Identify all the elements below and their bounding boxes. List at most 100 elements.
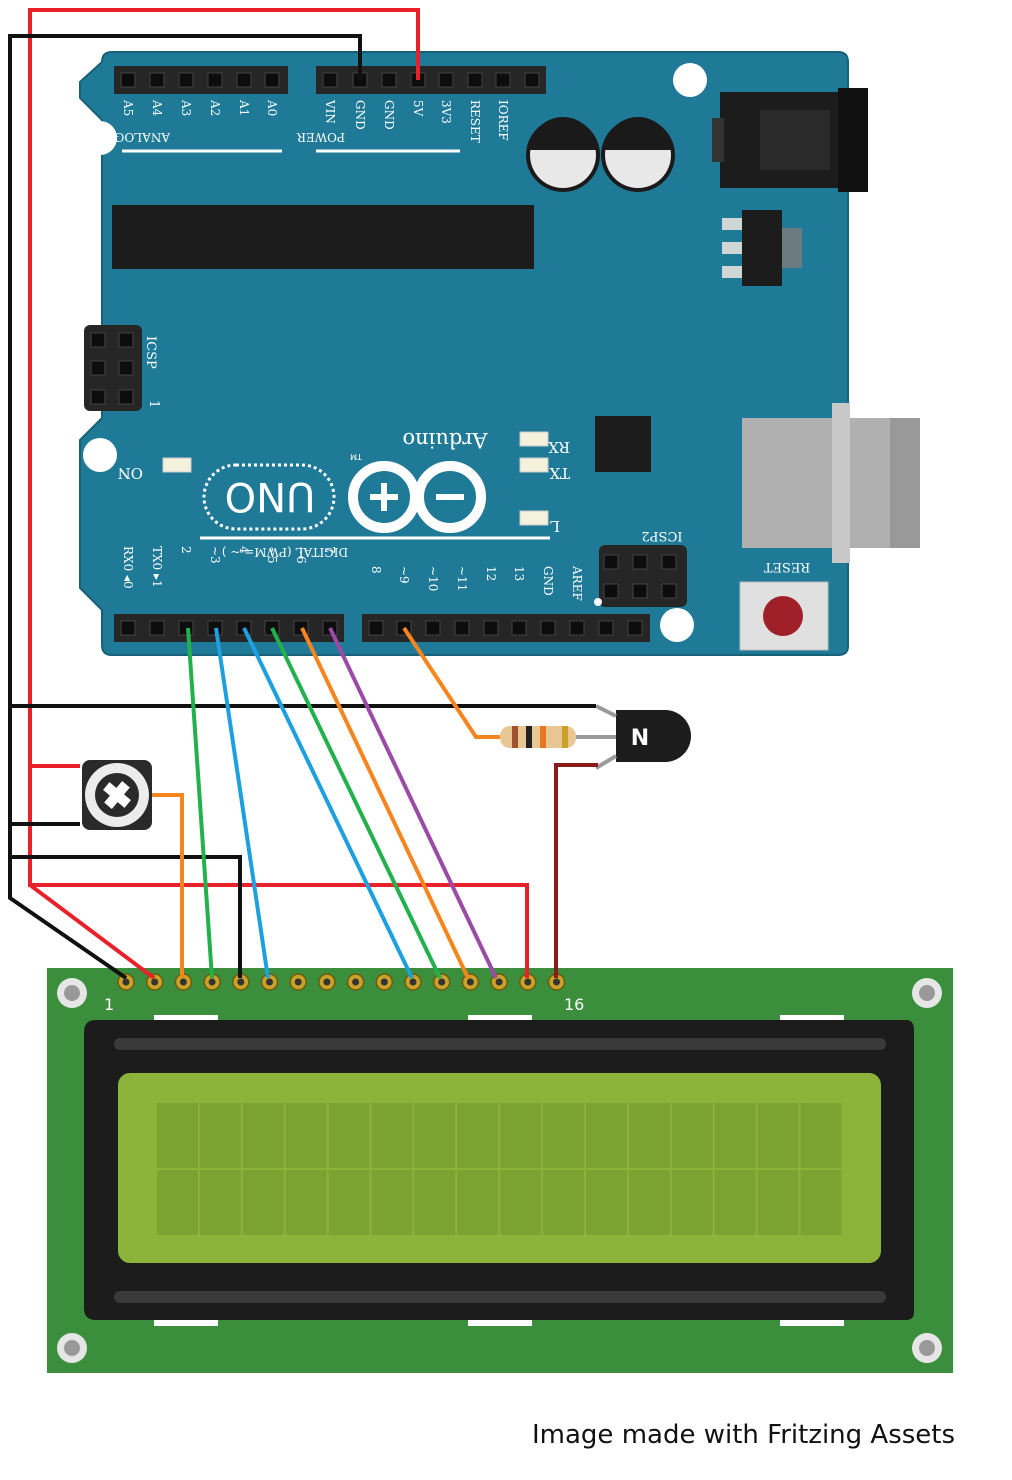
lcd-char-cell <box>757 1103 799 1168</box>
power-pin <box>467 72 483 88</box>
digital-pin <box>598 620 614 636</box>
lcd-char-cell <box>242 1170 284 1235</box>
wire-d9-orange <box>402 626 500 739</box>
digital-pin-label: AREF <box>570 565 584 601</box>
usb-port <box>742 403 920 563</box>
capacitor <box>601 117 675 192</box>
digital-pin <box>627 620 643 636</box>
potentiometer <box>82 760 152 830</box>
power-pin <box>524 72 540 88</box>
digital-pin-label: TX0 ▸1 <box>150 546 164 588</box>
icsp-pin <box>118 360 134 376</box>
icsp2-header <box>599 545 687 607</box>
digital-pin-label: ~6 <box>294 546 308 564</box>
icsp2-pin <box>632 554 648 570</box>
lcd-char-cell <box>242 1103 284 1168</box>
digital-pin <box>120 620 136 636</box>
uno-text: UNO <box>225 473 316 519</box>
lcd-char-cell <box>500 1170 542 1235</box>
digital-pin-label: 7 <box>323 546 337 554</box>
l-led <box>519 510 549 526</box>
wire-d4-blue <box>242 627 414 979</box>
icsp-pin <box>90 332 106 348</box>
mounting-hole <box>83 438 117 472</box>
lcd-module: 1 16 <box>47 968 953 1373</box>
tx-label: TX <box>549 464 570 482</box>
lcd-char-cell <box>543 1103 584 1168</box>
analog-pin <box>207 72 223 88</box>
wire-d7-purple <box>328 627 498 979</box>
l-label: L <box>550 517 560 535</box>
wire-d5-green <box>270 627 442 979</box>
wire-d2-green <box>186 627 214 979</box>
lcd-char-cell <box>586 1103 627 1168</box>
lcd-char-cell <box>800 1103 842 1168</box>
mounting-hole <box>673 63 707 97</box>
voltage-regulator <box>722 210 802 286</box>
power-pin <box>381 72 397 88</box>
wire-black-lcd5 <box>10 855 242 978</box>
digital-pin-label: ~9 <box>397 566 411 584</box>
analog-pin <box>149 72 165 88</box>
lcd-char-cell <box>285 1170 327 1235</box>
lcd-char-cell <box>628 1170 670 1235</box>
wire-gnd-black <box>8 34 362 980</box>
lcd-char-cell <box>714 1103 756 1168</box>
microcontroller-chip <box>112 205 534 269</box>
digital-pin <box>540 620 556 636</box>
digital-pin-label: ~10 <box>426 566 440 591</box>
analog-pin-label: A0 <box>265 99 279 116</box>
analog-pin-label: A5 <box>121 99 135 116</box>
lcd-char-cell <box>414 1170 456 1235</box>
reset-button[interactable] <box>739 581 829 651</box>
lcd-char-cell <box>800 1170 842 1235</box>
lcd-char-cell <box>157 1103 198 1168</box>
power-pin-label: RESET <box>468 100 482 143</box>
digital-pin <box>368 620 384 636</box>
digital-pin <box>511 620 527 636</box>
lcd-char-cell <box>757 1170 799 1235</box>
icsp2-pin <box>661 583 677 599</box>
lcd-char-cell <box>714 1170 756 1235</box>
lcd-char-cell <box>671 1103 713 1168</box>
lcd-char-cell <box>157 1170 198 1235</box>
on-led <box>162 457 192 473</box>
lcd-char-cell <box>371 1170 413 1235</box>
analog-pin <box>120 72 136 88</box>
power-pin-label: IOREF <box>496 100 510 141</box>
rx-label: RX <box>548 438 570 456</box>
digital-header-low <box>114 614 344 642</box>
wire-red-lcd2 <box>28 883 156 980</box>
digital-pin-label: GND <box>541 566 555 596</box>
lcd-pin-16-label: 16 <box>564 995 584 1014</box>
mounting-hole <box>83 121 117 155</box>
rx-led <box>519 431 549 447</box>
digital-pin-label: ~5 <box>265 546 279 564</box>
digital-pin <box>178 620 194 636</box>
transistor: N <box>594 704 691 770</box>
icsp2-pin <box>632 583 648 599</box>
power-header <box>316 66 546 94</box>
power-pin-label: 3V3 <box>439 100 453 124</box>
lcd-char-cell <box>628 1103 670 1168</box>
uno-logo: UNO <box>202 461 486 533</box>
power-pin-label: 5V <box>411 100 425 117</box>
tx-led <box>519 457 549 473</box>
icsp-label: ICSP <box>143 336 158 369</box>
digital-pin <box>569 620 585 636</box>
analog-pin-label: A1 <box>237 99 251 116</box>
digital-pin-label: 13 <box>512 566 526 581</box>
mounting-hole <box>660 608 694 642</box>
icsp2-label: ICSP2 <box>641 528 682 543</box>
digital-pin-label: RX0 ◂0 <box>121 546 135 589</box>
power-pin-label: GND <box>353 100 367 130</box>
icsp2-pin <box>661 554 677 570</box>
icsp2-pin <box>603 554 619 570</box>
lcd-char-cell <box>586 1170 627 1235</box>
digital-pin <box>425 620 441 636</box>
analog-in-label: ANALOG IN <box>96 130 171 144</box>
icsp-pin <box>90 389 106 405</box>
resistor <box>480 726 620 748</box>
analog-pin <box>264 72 280 88</box>
